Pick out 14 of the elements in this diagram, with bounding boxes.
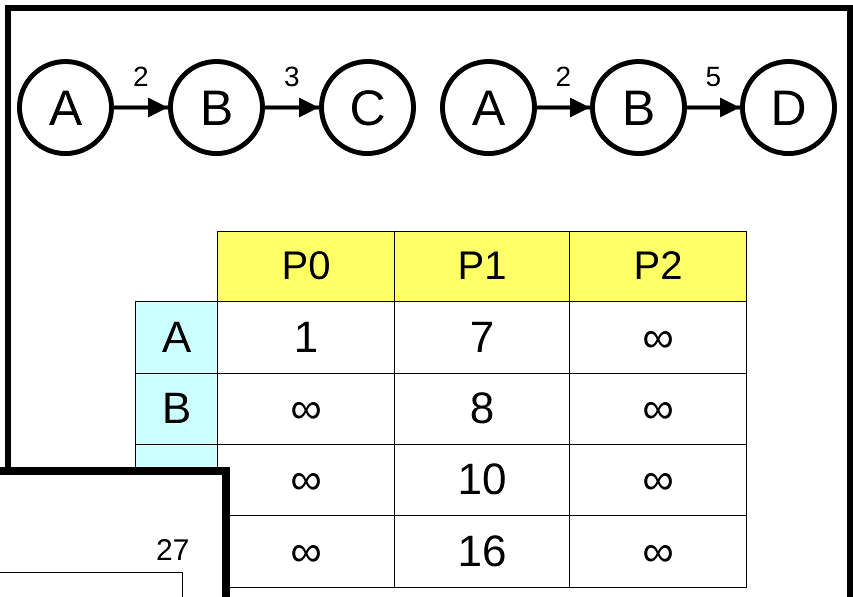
row-header-cell: B <box>135 373 218 445</box>
column-header-cell: P1 <box>394 231 570 302</box>
table-cell: ∞ <box>569 515 747 588</box>
node-label: D <box>770 78 807 136</box>
column-header-cell: P0 <box>217 231 395 302</box>
node-label: A <box>48 78 82 136</box>
node-label: B <box>200 78 234 136</box>
column-header-cell: P2 <box>569 231 747 302</box>
row-header-cell: A <box>135 301 218 374</box>
page-number: 27 <box>156 534 190 568</box>
inner-box <box>0 572 183 597</box>
node-label: A <box>472 78 506 136</box>
node-label: B <box>622 78 656 136</box>
node-label: C <box>349 78 386 136</box>
